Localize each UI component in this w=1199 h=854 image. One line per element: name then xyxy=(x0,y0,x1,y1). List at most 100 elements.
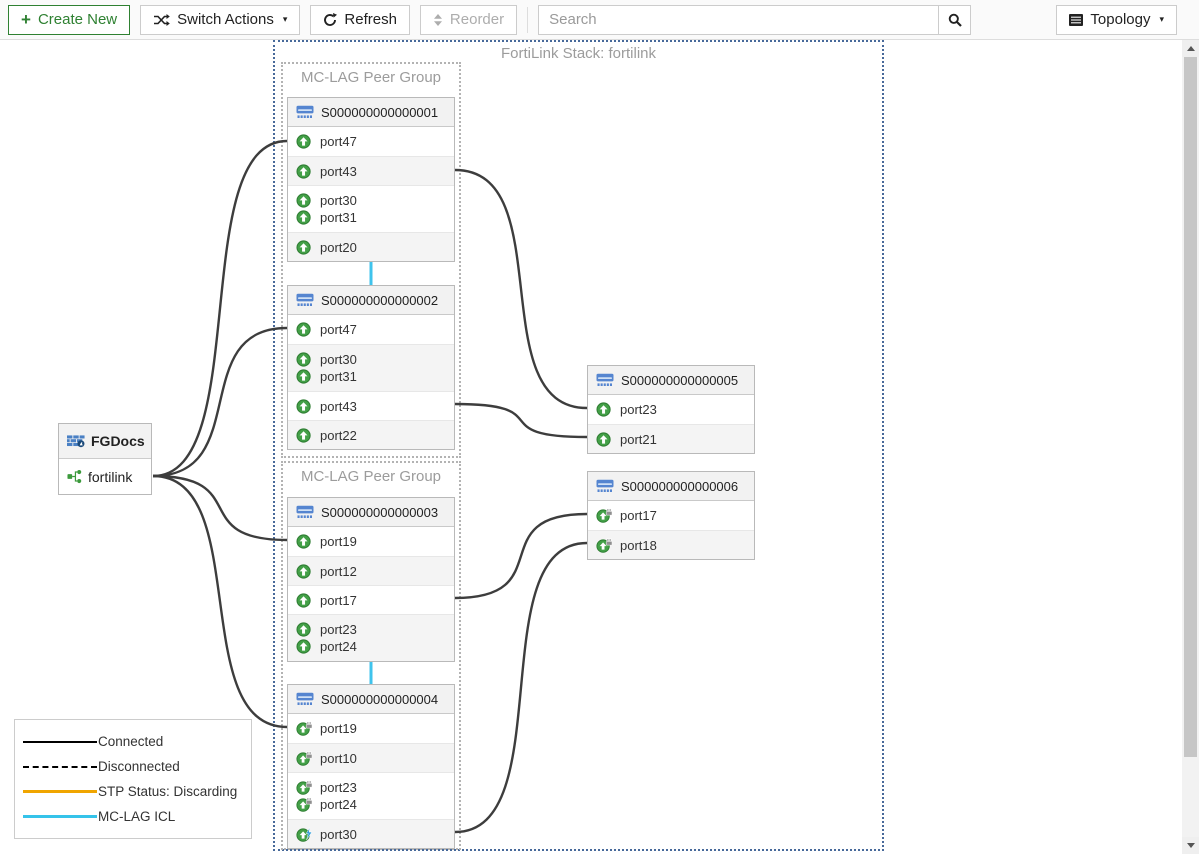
port-row[interactable]: port30 xyxy=(288,819,454,848)
vertical-scrollbar[interactable] xyxy=(1182,40,1199,854)
triangle-up-icon xyxy=(1187,46,1195,51)
legend: Connected Disconnected STP Status: Disca… xyxy=(14,719,252,839)
port-row[interactable]: port30 port31 xyxy=(288,344,454,391)
refresh-button[interactable]: Refresh xyxy=(310,5,410,35)
legend-label: Disconnected xyxy=(98,759,180,774)
port-row[interactable]: port23 port24 xyxy=(288,772,454,819)
reorder-button[interactable]: Reorder xyxy=(420,5,517,35)
connection-line-fgt-sw2 xyxy=(153,328,287,476)
port-poe-icon xyxy=(296,827,313,842)
port-row[interactable]: port23 xyxy=(588,395,754,424)
switch-node-5[interactable]: S000000000000005 port23 port21 xyxy=(587,365,755,454)
port-label: port23 xyxy=(620,402,657,417)
search-button[interactable] xyxy=(938,5,971,35)
port-label: port21 xyxy=(620,432,657,447)
switch-header[interactable]: S000000000000005 xyxy=(588,366,754,395)
legend-line-disconnected xyxy=(23,766,97,768)
port-label: port43 xyxy=(320,399,357,414)
legend-line-stp-discarding xyxy=(23,790,97,793)
switch-header[interactable]: S000000000000001 xyxy=(288,98,454,127)
port-label: port19 xyxy=(320,534,357,549)
port-row[interactable]: port47 xyxy=(288,315,454,344)
search-input[interactable] xyxy=(538,5,938,35)
sort-arrows-icon xyxy=(433,13,443,27)
port-row[interactable]: port19 xyxy=(288,527,454,556)
switch-node-1[interactable]: S000000000000001 port47 port43 port30 po… xyxy=(287,97,455,262)
port-up-icon xyxy=(296,564,313,579)
port-up-icon xyxy=(296,639,313,654)
switch-actions-label: Switch Actions xyxy=(177,11,274,28)
switch-header[interactable]: S000000000000006 xyxy=(588,472,754,501)
shuffle-icon xyxy=(153,13,170,27)
port-label: port31 xyxy=(320,210,357,225)
port-row[interactable]: port43 xyxy=(288,156,454,185)
port-up-icon xyxy=(296,428,313,443)
fortilink-interface-label: fortilink xyxy=(88,469,132,485)
port-lag-icon xyxy=(596,508,613,523)
scroll-up-button[interactable] xyxy=(1182,40,1199,57)
port-label: port20 xyxy=(320,240,357,255)
switch-node-3[interactable]: S000000000000003 port19 port12 port17 po… xyxy=(287,497,455,662)
switch-node-2[interactable]: S000000000000002 port47 port30 port31 po… xyxy=(287,285,455,450)
toolbar-separator xyxy=(527,7,528,33)
reorder-label: Reorder xyxy=(450,11,504,28)
port-row[interactable]: port30 port31 xyxy=(288,185,454,232)
port-row[interactable]: port10 xyxy=(288,743,454,772)
fortilink-stack-label: FortiLink Stack: fortilink xyxy=(275,45,882,62)
scrollbar-thumb[interactable] xyxy=(1184,57,1197,757)
fortilink-interface-row[interactable]: fortilink xyxy=(59,459,151,494)
port-row[interactable]: port21 xyxy=(588,424,754,453)
switch-node-4[interactable]: S000000000000004 port19 port10 port23 po… xyxy=(287,684,455,849)
port-lag-icon xyxy=(296,751,313,766)
port-row[interactable]: port23 port24 xyxy=(288,614,454,661)
port-up-icon xyxy=(296,352,313,367)
switch-icon xyxy=(596,373,614,387)
switch-header[interactable]: S000000000000003 xyxy=(288,498,454,527)
switch-icon xyxy=(296,293,314,307)
port-row[interactable]: port19 xyxy=(288,714,454,743)
port-row[interactable]: port12 xyxy=(288,556,454,585)
port-up-icon xyxy=(296,593,313,608)
port-row[interactable]: port47 xyxy=(288,127,454,156)
refresh-icon xyxy=(323,13,337,27)
switch-name: S000000000000004 xyxy=(321,692,438,707)
port-row[interactable]: port17 xyxy=(288,585,454,614)
fortigate-node[interactable]: FGDocs fortilink xyxy=(58,423,152,495)
connection-line-fgt-sw3 xyxy=(153,476,287,540)
port-up-icon xyxy=(296,399,313,414)
port-label: port30 xyxy=(320,352,357,367)
switch-header[interactable]: S000000000000004 xyxy=(288,685,454,714)
switch-node-6[interactable]: S000000000000006 port17 port18 xyxy=(587,471,755,560)
plus-icon: + xyxy=(21,11,31,28)
legend-line-mclag-icl xyxy=(23,815,97,818)
port-lag-icon xyxy=(296,721,313,736)
port-up-icon xyxy=(296,210,313,225)
scroll-down-button[interactable] xyxy=(1182,837,1199,854)
port-lag-icon xyxy=(296,797,313,812)
port-label: port23 xyxy=(320,780,357,795)
mclag-group-2-label: MC-LAG Peer Group xyxy=(283,468,459,485)
port-up-icon xyxy=(296,193,313,208)
port-row[interactable]: port18 xyxy=(588,530,754,559)
legend-row-connected: Connected xyxy=(23,729,251,754)
fortigate-header[interactable]: FGDocs xyxy=(59,424,151,459)
port-row[interactable]: port20 xyxy=(288,232,454,261)
port-row[interactable]: port43 xyxy=(288,391,454,420)
switch-icon xyxy=(296,505,314,519)
switch-icon xyxy=(596,479,614,493)
list-view-icon xyxy=(1069,14,1083,26)
fortigate-icon xyxy=(67,434,85,448)
switch-header[interactable]: S000000000000002 xyxy=(288,286,454,315)
switch-icon xyxy=(296,105,314,119)
create-new-button[interactable]: + Create New xyxy=(8,5,130,35)
legend-row-disconnected: Disconnected xyxy=(23,754,251,779)
port-row[interactable]: port22 xyxy=(288,420,454,449)
port-row[interactable]: port17 xyxy=(588,501,754,530)
port-label: port47 xyxy=(320,322,357,337)
create-new-label: Create New xyxy=(38,11,117,28)
port-up-icon xyxy=(296,622,313,637)
search-icon xyxy=(948,13,962,27)
topology-view-button[interactable]: Topology ▾ xyxy=(1056,5,1177,35)
switch-actions-button[interactable]: Switch Actions ▾ xyxy=(140,5,300,35)
